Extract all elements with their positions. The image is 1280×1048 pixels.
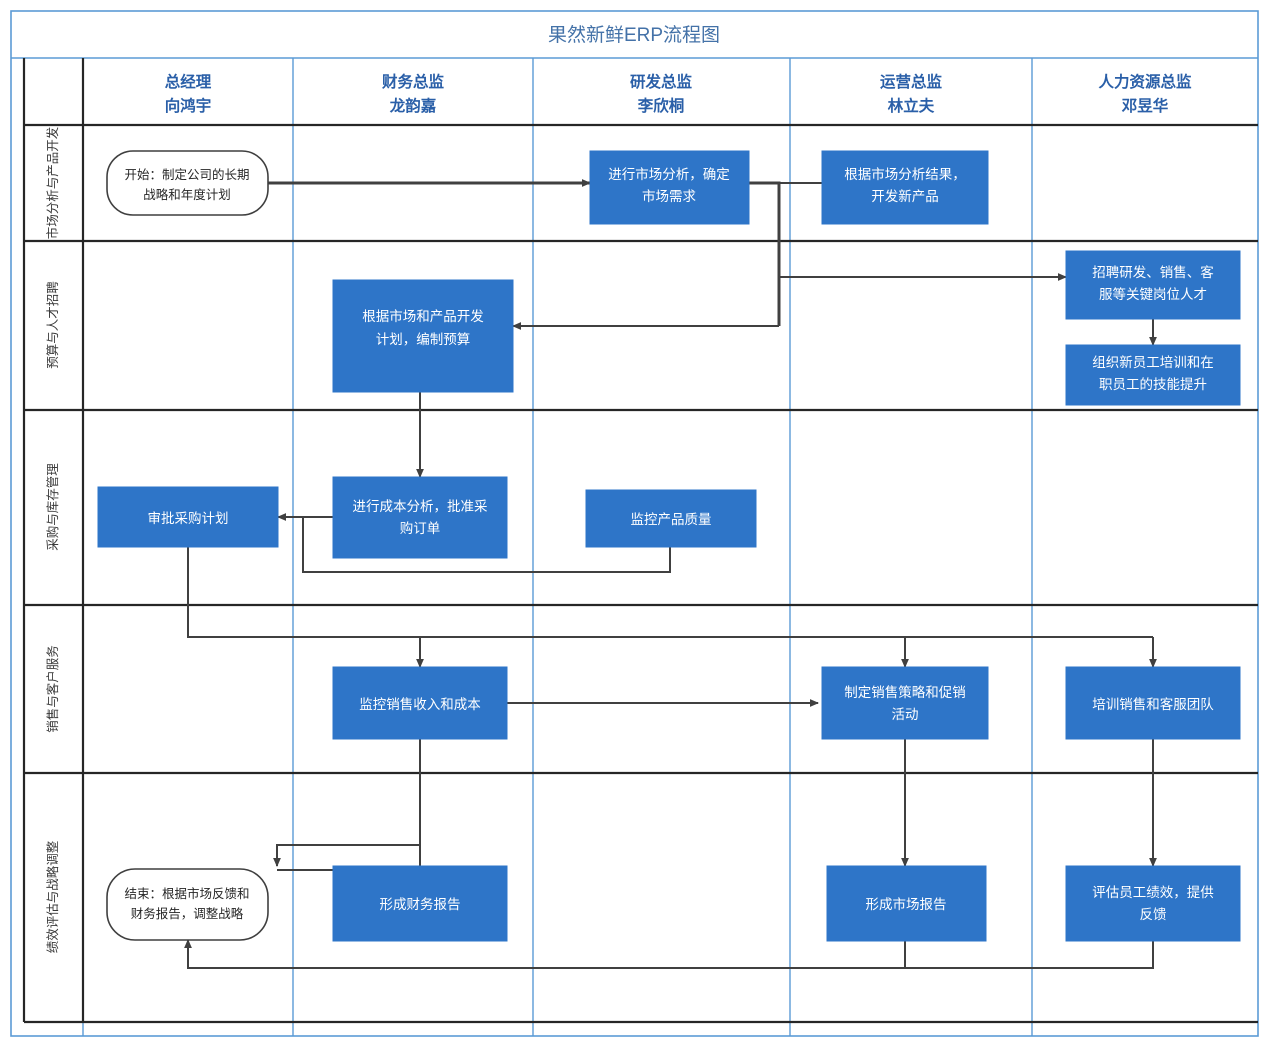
node-line-1: 评估员工绩效，提供 bbox=[1092, 885, 1214, 900]
node-shape[interactable] bbox=[585, 489, 757, 548]
node-line-1: 监控产品质量 bbox=[631, 512, 712, 527]
node-line-1: 形成市场报告 bbox=[866, 896, 947, 912]
node-line-2: 战略和年度计划 bbox=[143, 187, 231, 202]
node-shape[interactable] bbox=[332, 666, 508, 740]
node-line-1: 开始：制定公司的长期 bbox=[124, 167, 249, 182]
node-line-2: 购订单 bbox=[400, 521, 441, 536]
lane-header-role-cfo: 财务总监 bbox=[382, 72, 445, 91]
node-shape[interactable] bbox=[821, 150, 989, 225]
node-line-2: 开发新产品 bbox=[871, 189, 939, 204]
lane-header-name-coo: 林立夫 bbox=[888, 96, 935, 115]
node-market-analysis[interactable]: 进行市场分析，确定 市场需求 bbox=[589, 150, 750, 225]
node-employee-training[interactable]: 组织新员工培训和在 职员工的技能提升 bbox=[1065, 344, 1241, 406]
node-monitor-sales-revenue[interactable]: 监控销售收入和成本 bbox=[332, 666, 508, 740]
phase-label-p3: 采购与库存管理 bbox=[45, 463, 60, 551]
node-line-1: 进行成本分析，批准采 bbox=[353, 499, 488, 514]
lane-header-role-coo: 运营总监 bbox=[880, 72, 943, 91]
edge-approve-trunk bbox=[187, 547, 1153, 638]
node-prepare-budget[interactable]: 根据市场和产品开发 计划，编制预算 bbox=[332, 279, 514, 393]
node-line-2: 服等关键岗位人才 bbox=[1099, 286, 1207, 302]
lane-header-name-cto: 李欣桐 bbox=[637, 96, 685, 115]
node-line-1: 招聘研发、销售、客 bbox=[1092, 264, 1214, 280]
node-sales-strategy-promotion[interactable]: 制定销售策略和促销 活动 bbox=[821, 666, 989, 740]
phase-label-p4: 销售与客户服务 bbox=[45, 645, 60, 733]
node-line-1: 进行市场分析，确定 bbox=[608, 166, 730, 182]
node-line-1: 形成财务报告 bbox=[380, 897, 461, 912]
node-line-1: 制定销售策略和促销 bbox=[844, 684, 966, 700]
lane-header-name-chro: 邓昱华 bbox=[1122, 96, 1169, 115]
node-train-sales-service-team[interactable]: 培训销售和客服团队 bbox=[1065, 666, 1241, 740]
node-line-2: 职员工的技能提升 bbox=[1099, 377, 1207, 392]
phase-separators bbox=[22, 58, 1258, 1024]
node-market-report[interactable]: 形成市场报告 bbox=[826, 865, 987, 942]
lane-header-name-gm: 向鸿宇 bbox=[165, 96, 212, 115]
node-start-terminator[interactable]: 开始：制定公司的长期 战略和年度计划 bbox=[106, 150, 269, 216]
connectors bbox=[184, 179, 1157, 969]
node-line-1: 培训销售和客服团队 bbox=[1092, 696, 1214, 712]
node-line-1: 根据市场分析结果， bbox=[844, 166, 966, 182]
node-shape[interactable] bbox=[1065, 344, 1241, 406]
edge-quality-to-approve bbox=[302, 517, 671, 573]
node-shape[interactable] bbox=[1065, 865, 1241, 942]
edge-return-to-end bbox=[184, 939, 1154, 969]
node-shape[interactable] bbox=[106, 150, 269, 216]
phase-label-p2: 预算与人才招聘 bbox=[45, 281, 60, 369]
node-approve-purchase-plan[interactable]: 审批采购计划 bbox=[97, 486, 279, 548]
lane-header-role-chro: 人力资源总监 bbox=[1098, 72, 1192, 91]
lane-header-name-cfo: 龙韵嘉 bbox=[389, 96, 437, 115]
node-recruit-key-talent[interactable]: 招聘研发、销售、客 服等关键岗位人才 bbox=[1065, 250, 1241, 320]
node-shape[interactable] bbox=[589, 150, 750, 225]
node-monitor-product-quality[interactable]: 监控产品质量 bbox=[585, 489, 757, 548]
phase-label-p1: 市场分析与产品开发 bbox=[45, 126, 60, 239]
node-cost-analysis[interactable]: 进行成本分析，批准采 购订单 bbox=[332, 476, 508, 559]
node-line-2: 财务报告，调整战略 bbox=[131, 906, 244, 921]
node-line-1: 组织新员工培训和在 bbox=[1092, 355, 1214, 370]
node-shape[interactable] bbox=[106, 868, 269, 941]
node-line-2: 市场需求 bbox=[642, 188, 696, 204]
node-shape[interactable] bbox=[826, 865, 987, 942]
phase-label-p5: 绩效评估与战略调整 bbox=[45, 840, 60, 953]
lane-header-role-gm: 总经理 bbox=[165, 72, 212, 91]
node-finance-report[interactable]: 形成财务报告 bbox=[332, 865, 508, 942]
node-line-1: 审批采购计划 bbox=[148, 511, 229, 526]
node-shape[interactable] bbox=[1065, 666, 1241, 740]
node-line-2: 计划，编制预算 bbox=[376, 332, 471, 347]
node-develop-new-product[interactable]: 根据市场分析结果， 开发新产品 bbox=[821, 150, 989, 225]
edge-market-analysis-trunk bbox=[749, 181, 781, 326]
node-line-1: 根据市场和产品开发 bbox=[362, 308, 484, 324]
node-shape[interactable] bbox=[97, 486, 279, 548]
phase-labels: 市场分析与产品开发 预算与人才招聘 采购与库存管理 销售与客户服务 绩效评估与战… bbox=[45, 126, 60, 953]
node-line-1: 监控销售收入和成本 bbox=[359, 697, 481, 712]
chart-frame bbox=[10, 10, 1259, 1037]
node-shape[interactable] bbox=[821, 666, 989, 740]
chart-title: 果然新鲜ERP流程图 bbox=[548, 24, 720, 46]
node-line-2: 反馈 bbox=[1140, 907, 1167, 922]
node-end-terminator[interactable]: 结束：根据市场反馈和 财务报告，调整战略 bbox=[106, 868, 269, 941]
edge-sales-monitor-to-finance-report-hook bbox=[273, 739, 421, 867]
node-line-1: 结束：根据市场反馈和 bbox=[124, 886, 249, 901]
node-line-2: 活动 bbox=[892, 707, 919, 722]
lane-header-role-cto: 研发总监 bbox=[630, 72, 693, 91]
lane-headers: 总经理 向鸿宇 财务总监 龙韵嘉 研发总监 李欣桐 运营总监 林立夫 人力资源总… bbox=[165, 72, 1192, 115]
node-shape[interactable] bbox=[332, 865, 508, 942]
node-shape[interactable] bbox=[332, 476, 508, 559]
node-shape[interactable] bbox=[332, 279, 514, 393]
node-evaluate-performance[interactable]: 评估员工绩效，提供 反馈 bbox=[1065, 865, 1241, 942]
node-shape[interactable] bbox=[1065, 250, 1241, 320]
